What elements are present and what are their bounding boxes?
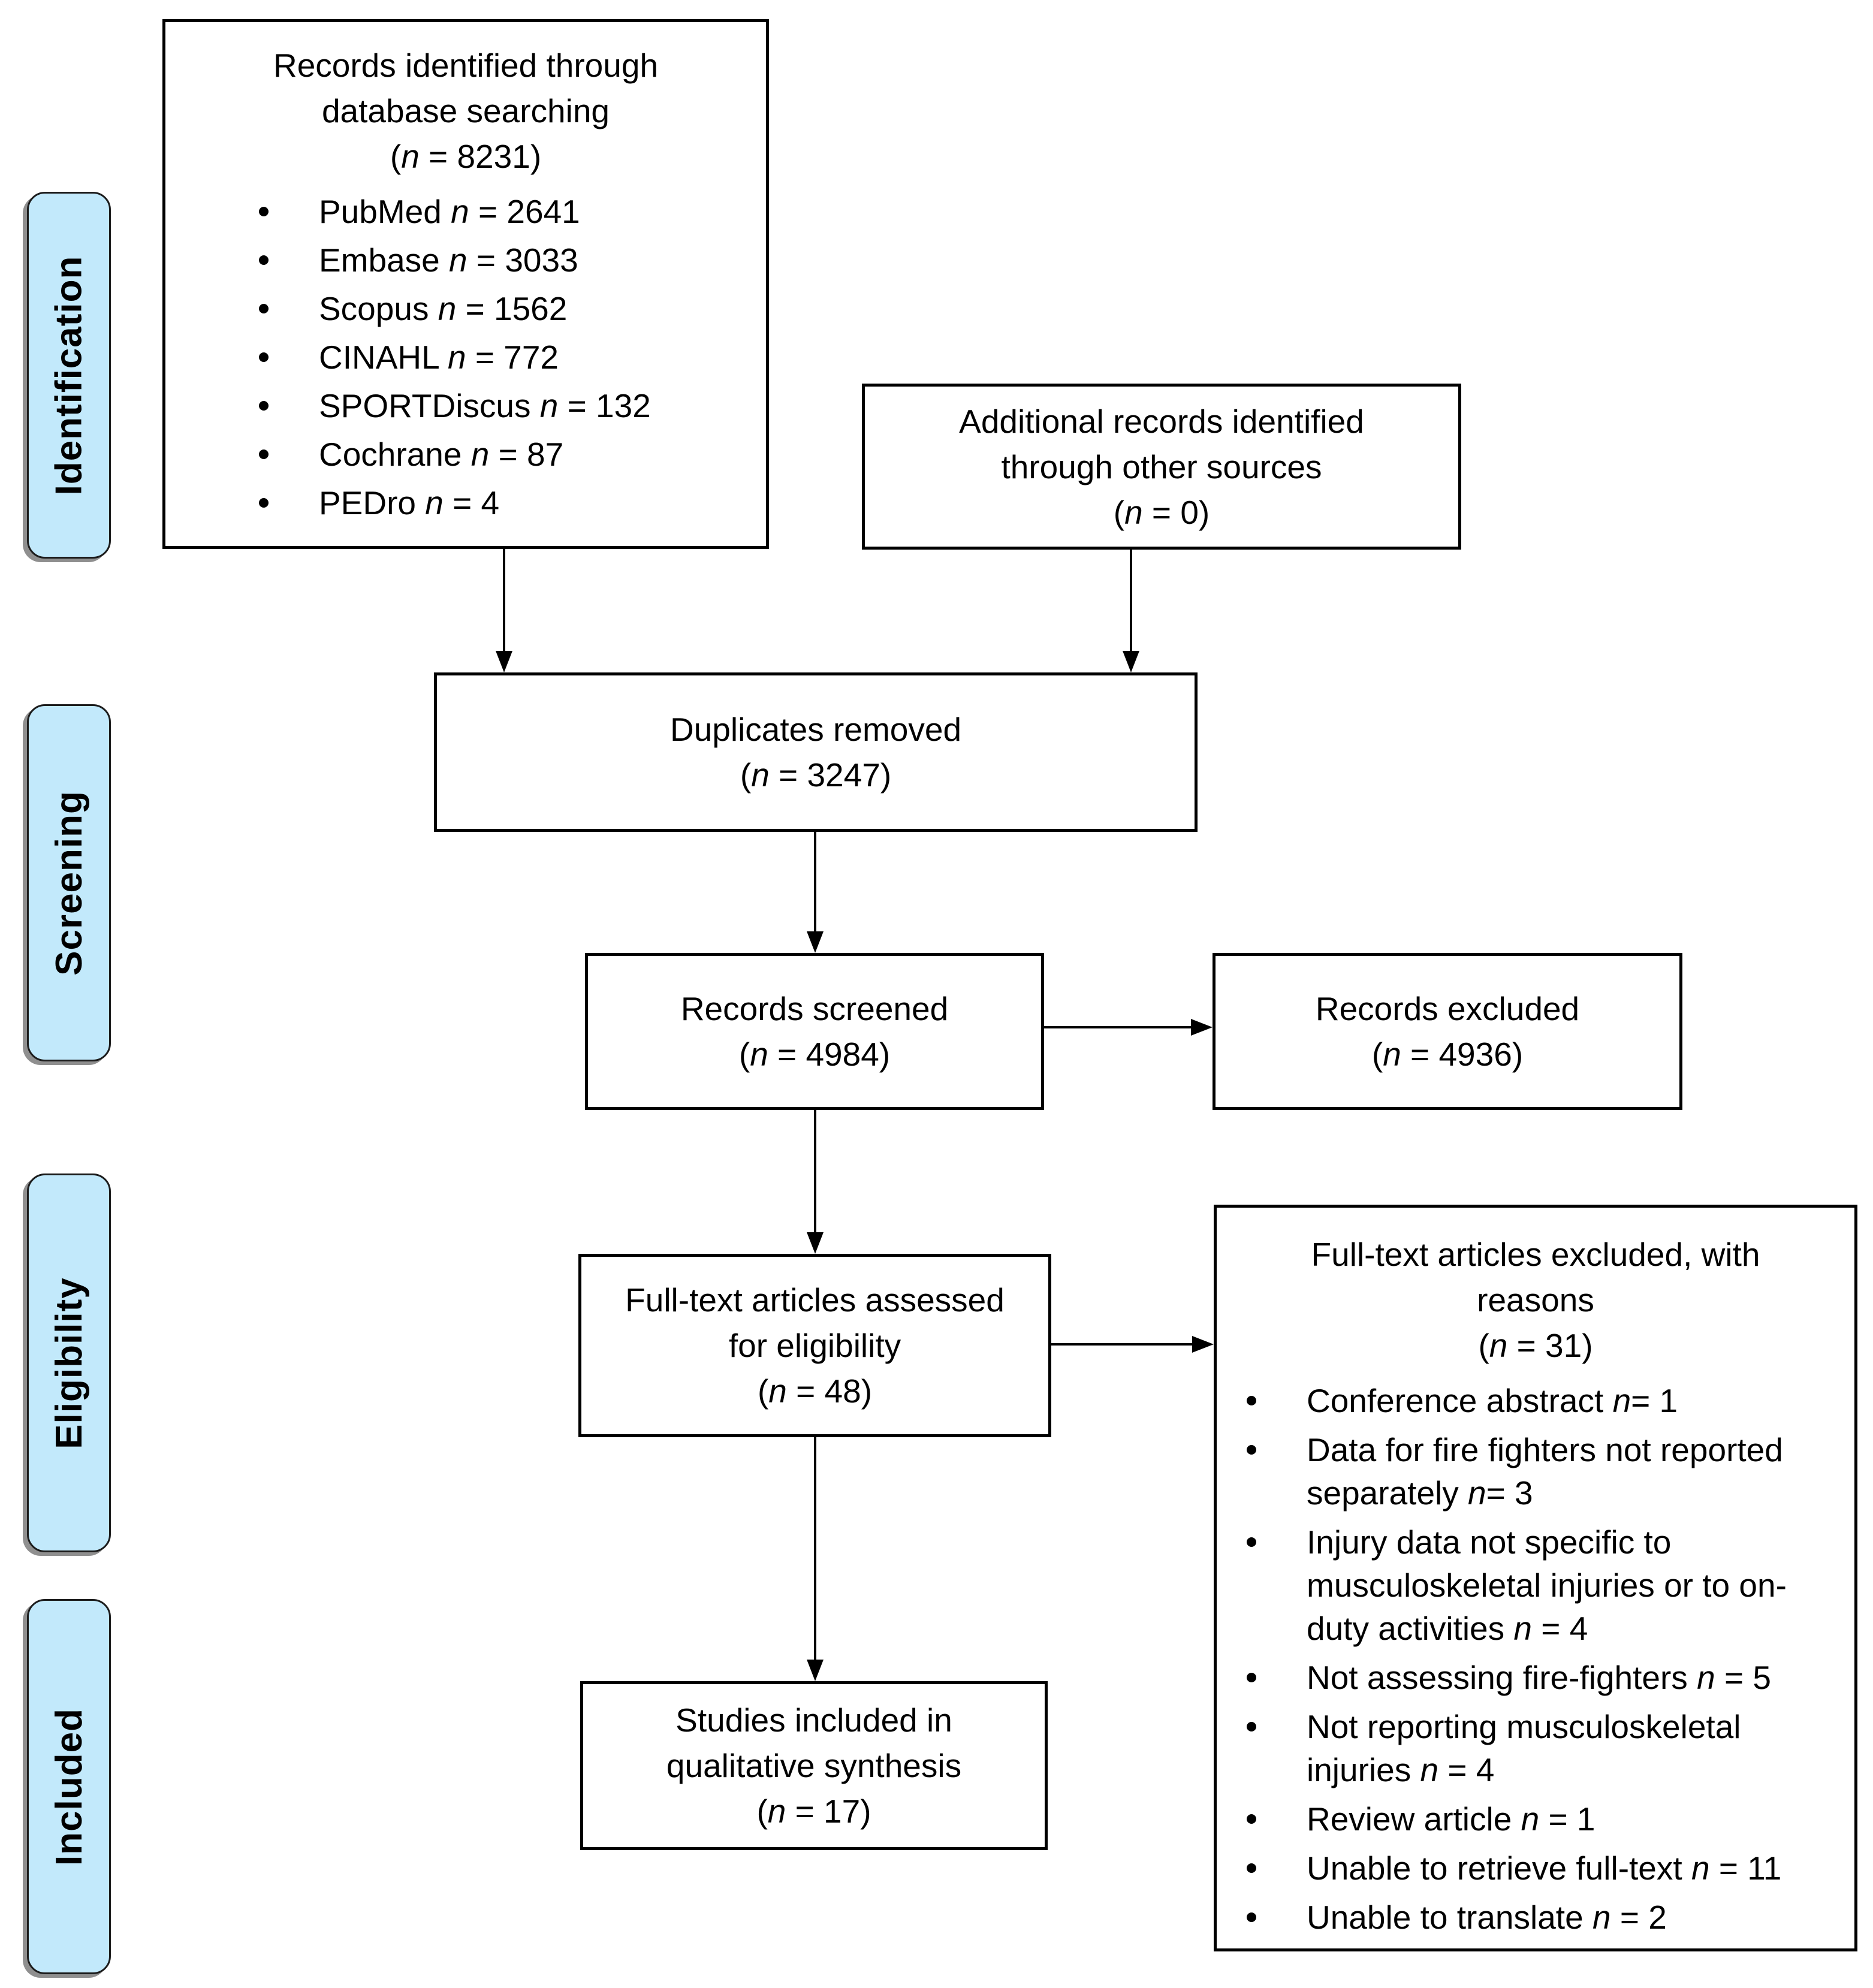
box-count: (n = 0) [1113,493,1210,531]
box-title: Additional records identified through ot… [959,402,1364,485]
list-item: Data for fire fighters not reported sepa… [1247,1428,1842,1515]
stage-label-included: Included [27,1599,111,1974]
connector-screened-to-excluded [1044,1026,1191,1028]
connector-fulltext-to-included [814,1437,816,1660]
box-count: (n = 17) [756,1793,871,1830]
list-item: Review article n = 1 [1247,1797,1842,1841]
list-item: PubMed n = 2641 [259,189,754,234]
stage-label-text: Eligibility [48,1277,90,1449]
list-item: Scopus n = 1562 [259,286,754,331]
connector-identified-to-duplicates [503,548,505,651]
box-count: (n = 48) [757,1372,873,1410]
box-title: Full-text articles assessed for eligibil… [625,1281,1005,1364]
arrowhead-down-icon [807,931,824,953]
stage-label-identification: Identification [27,192,111,559]
arrowhead-right-icon [1192,1336,1214,1353]
arrowhead-down-icon [496,651,512,672]
list-item: Injury data not specific to musculoskele… [1247,1521,1842,1650]
stage-label-text: Screening [48,790,90,976]
arrowhead-down-icon [807,1232,824,1254]
box-title: Duplicates removed [669,711,962,748]
box-title: Records screened [680,990,949,1027]
box-count: (n = 3247) [740,756,892,794]
box-count: (n = 4984) [738,1036,891,1073]
stage-label-eligibility: Eligibility [27,1174,111,1552]
connector-duplicates-to-screened [814,832,816,931]
connector-fulltext-to-excluded-reasons [1051,1343,1192,1346]
list-item: SPORTDiscus n = 132 [259,383,754,429]
stage-label-screening: Screening [27,704,111,1061]
box-fulltext-assessed: Full-text articles assessed for eligibil… [578,1254,1051,1437]
box-records-identified: Records identified through database sear… [162,19,769,549]
list-item: Unable to translate n = 2 [1247,1896,1842,1939]
list-item: Cochrane n = 87 [259,432,754,477]
box-title: Full-text articles excluded, with reason… [1311,1236,1760,1319]
list-item: Not assessing fire-fighters n = 5 [1247,1656,1842,1699]
box-additional-records: Additional records identified through ot… [862,384,1461,550]
box-title: Records excluded [1315,990,1580,1027]
arrowhead-right-icon [1191,1019,1213,1036]
arrowhead-down-icon [807,1660,824,1681]
box-fulltext-excluded: Full-text articles excluded, with reason… [1214,1205,1857,1951]
list-item: CINAHL n = 772 [259,334,754,380]
list-item: Unable to retrieve full-text n = 11 [1247,1847,1842,1890]
exclusion-reason-list: Conference abstract n= 1 Data for fire fi… [1217,1368,1854,1945]
list-item: Embase n = 3033 [259,237,754,283]
connector-additional-to-duplicates [1130,550,1132,651]
box-count: (n = 4936) [1371,1036,1524,1073]
connector-screened-to-fulltext [814,1110,816,1232]
list-item: Conference abstract n= 1 [1247,1379,1842,1422]
box-count: (n = 8231) [390,138,542,175]
box-title: Studies included in qualitative synthesi… [666,1702,962,1784]
box-title: Records identified through database sear… [273,47,659,129]
list-item: PEDro n = 4 [259,480,754,526]
box-count: (n = 31) [1478,1327,1593,1364]
box-duplicates-removed: Duplicates removed (n = 3247) [434,672,1198,832]
arrowhead-down-icon [1123,651,1139,672]
box-studies-included: Studies included in qualitative synthesi… [580,1681,1048,1850]
box-records-excluded: Records excluded (n = 4936) [1213,953,1682,1110]
stage-label-text: Included [48,1708,90,1866]
box-records-screened: Records screened (n = 4984) [585,953,1044,1110]
stage-label-text: Identification [48,255,90,495]
list-item: Not reporting musculoskeletal injuries n… [1247,1705,1842,1791]
